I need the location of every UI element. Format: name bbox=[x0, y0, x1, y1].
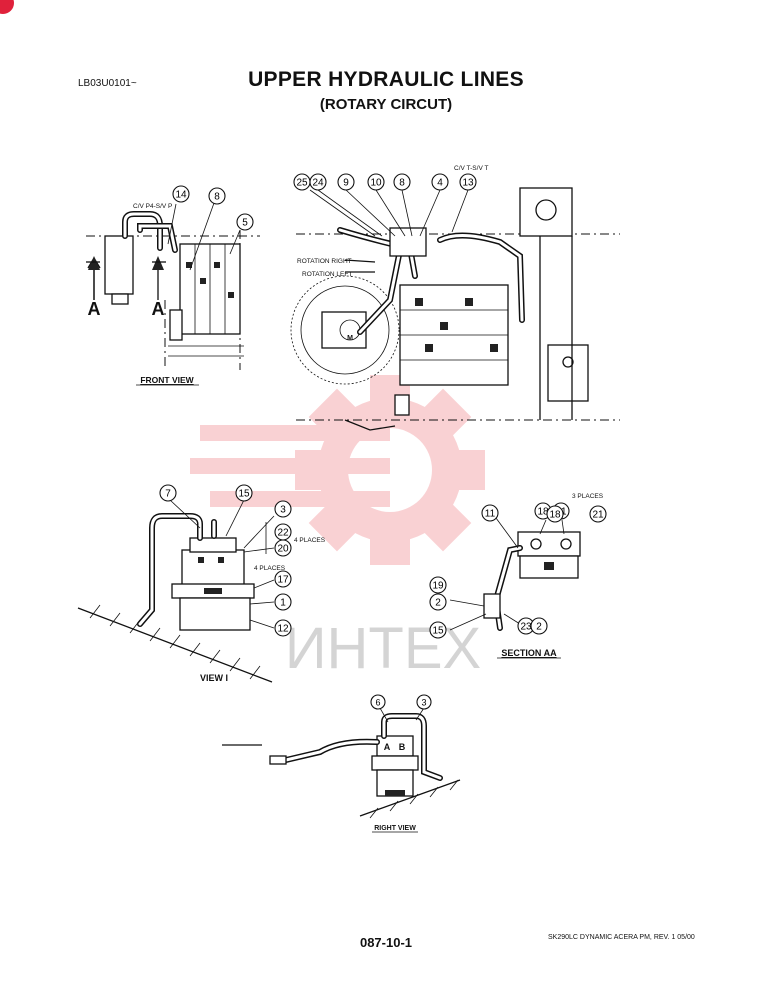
page-subtitle: (ROTARY CIRCUT) bbox=[319, 96, 453, 113]
document-code: LB03U0101~ bbox=[78, 78, 137, 89]
callout-number: 8 bbox=[214, 192, 220, 203]
section-arrow-label-right: A bbox=[152, 299, 165, 319]
section-aa bbox=[449, 517, 581, 631]
right-view-port-b: B bbox=[399, 742, 406, 752]
section-aa-caption: SECTION AA bbox=[501, 648, 557, 658]
callout-view-i-4: 20 bbox=[274, 539, 292, 557]
callout-number: 21 bbox=[592, 510, 604, 521]
callout-number: 7 bbox=[165, 489, 171, 500]
section-aa-places: 3 PLACES bbox=[572, 493, 604, 500]
callout-front-view-0: 14 bbox=[172, 185, 190, 203]
callout-number: 1 bbox=[280, 598, 286, 609]
callout-right-view-0: 6 bbox=[370, 694, 386, 710]
callout-view-i-6: 1 bbox=[274, 593, 292, 611]
callout-layer: 1485252491084137153222017112111821182119… bbox=[159, 173, 607, 710]
right-view bbox=[222, 707, 461, 819]
callout-number: 19 bbox=[432, 581, 444, 592]
callout-number: 8 bbox=[399, 178, 405, 189]
callout-section-aa-5: 19 bbox=[429, 576, 447, 594]
callout-number: 25 bbox=[296, 178, 308, 189]
callout-number: 11 bbox=[485, 509, 496, 520]
callout-view-i-0: 7 bbox=[159, 484, 177, 502]
page-title: UPPER HYDRAULIC LINES bbox=[248, 68, 524, 91]
model-revision: SK290LC DYNAMIC ACERA PM, REV. 1 05/00 bbox=[548, 934, 695, 941]
callout-number: 15 bbox=[432, 626, 444, 637]
callout-number: 14 bbox=[175, 190, 187, 201]
watermark-logo bbox=[190, 375, 485, 565]
view-i-places-a: 4 PLACES bbox=[294, 537, 326, 544]
callout-number: 2 bbox=[536, 622, 542, 633]
callout-view-i-1: 15 bbox=[235, 484, 253, 502]
callout-main-view-5: 4 bbox=[431, 173, 449, 191]
rotation-right-label: ROTATION RIGHT bbox=[297, 258, 352, 265]
callout-number: 10 bbox=[370, 178, 382, 189]
callout-section-aa-3: 18 bbox=[546, 505, 564, 523]
view-i-caption: VIEW I bbox=[200, 673, 228, 683]
front-view-note: C/V P4-S/V P bbox=[133, 203, 172, 210]
callout-number: 24 bbox=[312, 178, 324, 189]
callout-number: 13 bbox=[462, 178, 474, 189]
callout-number: 18 bbox=[537, 507, 549, 518]
section-arrow-label-left: A bbox=[88, 299, 101, 319]
motor-label: M bbox=[347, 335, 353, 342]
view-i-places-b: 4 PLACES bbox=[254, 565, 286, 572]
callout-view-i-2: 3 bbox=[274, 500, 292, 518]
callout-number: 12 bbox=[277, 624, 289, 635]
callout-number: 3 bbox=[421, 698, 426, 708]
main-view-note: C/V T-S/V T bbox=[454, 165, 488, 172]
callout-view-i-3: 22 bbox=[274, 523, 292, 541]
callout-view-i-5: 17 bbox=[274, 570, 292, 588]
callout-number: 5 bbox=[242, 218, 248, 229]
callout-section-aa-6: 2 bbox=[429, 593, 447, 611]
callout-number: 4 bbox=[437, 178, 443, 189]
main-assembly-view bbox=[290, 187, 620, 431]
front-view bbox=[86, 202, 260, 370]
callout-section-aa-9: 2 bbox=[530, 617, 548, 635]
callout-section-aa-0: 11 bbox=[481, 504, 499, 522]
callout-main-view-2: 9 bbox=[337, 173, 355, 191]
callout-main-view-3: 10 bbox=[367, 173, 385, 191]
right-view-caption: RIGHT VIEW bbox=[374, 825, 416, 832]
callout-front-view-1: 8 bbox=[208, 187, 226, 205]
callout-main-view-0: 25 bbox=[293, 173, 311, 191]
right-view-port-a: A bbox=[384, 742, 391, 752]
callout-main-view-6: 13 bbox=[459, 173, 477, 191]
watermark-text: ИНТЕХ bbox=[285, 616, 481, 681]
callout-number: 15 bbox=[238, 489, 250, 500]
callout-number: 22 bbox=[277, 528, 289, 539]
corner-mark bbox=[0, 0, 14, 14]
callout-number: 17 bbox=[277, 575, 289, 586]
callout-section-aa-4: 21 bbox=[589, 505, 607, 523]
page-number: 087-10-1 bbox=[359, 935, 413, 950]
callout-number: 6 bbox=[375, 698, 380, 708]
callout-number: 9 bbox=[343, 178, 349, 189]
callout-section-aa-7: 15 bbox=[429, 621, 447, 639]
callout-main-view-1: 24 bbox=[309, 173, 327, 191]
callout-number: 20 bbox=[277, 544, 289, 555]
callout-number: 18 bbox=[549, 510, 561, 521]
callout-right-view-1: 3 bbox=[416, 694, 432, 710]
callout-view-i-7: 12 bbox=[274, 619, 292, 637]
front-view-caption: FRONT VIEW bbox=[140, 375, 194, 385]
rotation-left-label: ROTATION LEFT bbox=[302, 271, 352, 278]
callout-front-view-2: 5 bbox=[236, 213, 254, 231]
callout-number: 3 bbox=[280, 505, 286, 516]
callout-number: 2 bbox=[435, 598, 441, 609]
callout-main-view-4: 8 bbox=[393, 173, 411, 191]
view-i bbox=[77, 499, 275, 683]
callout-number: 23 bbox=[520, 622, 532, 633]
